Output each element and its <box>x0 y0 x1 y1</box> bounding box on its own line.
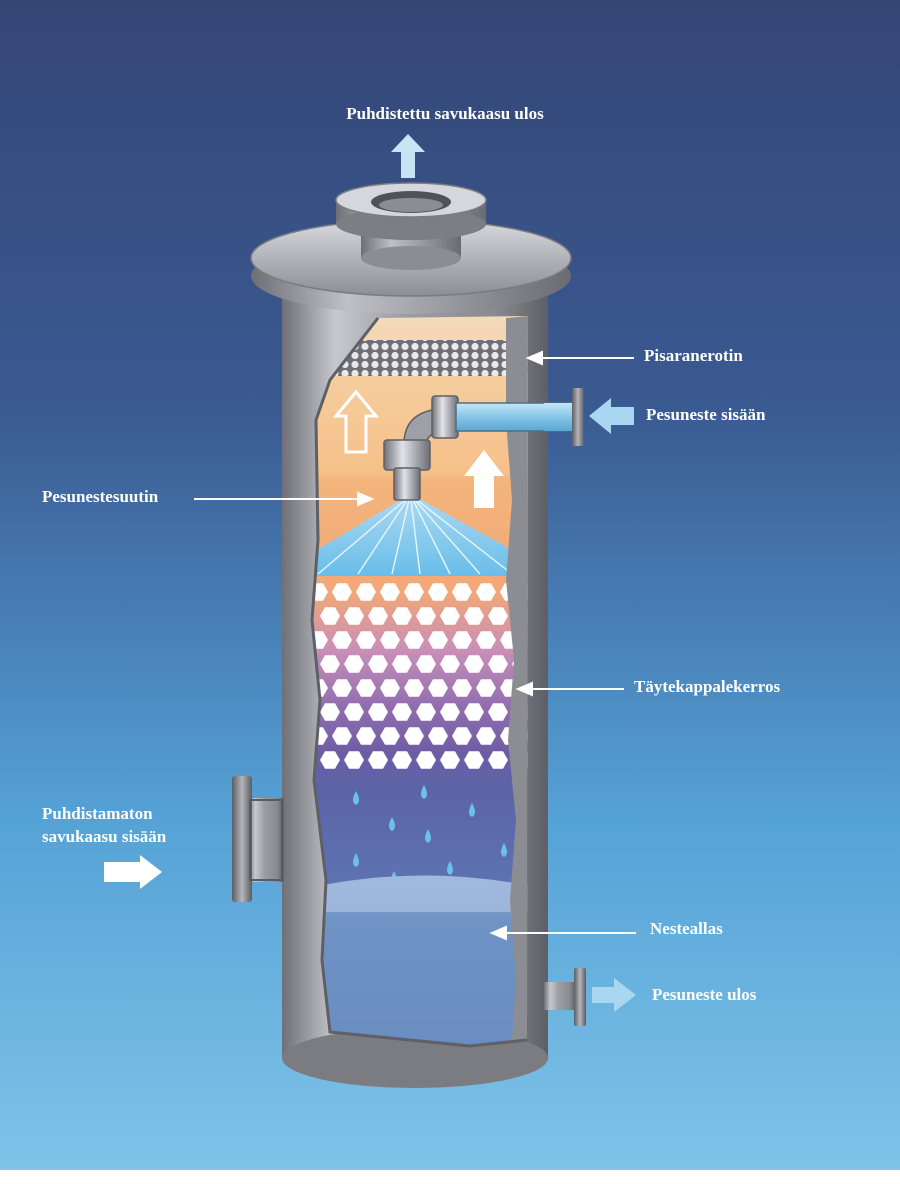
liquid-in-arrow <box>589 398 634 434</box>
liquid-outlet-pipe <box>544 968 586 1026</box>
packing-element <box>476 631 496 649</box>
packing-element <box>404 679 424 697</box>
packing-element <box>488 751 508 769</box>
packing-element <box>476 679 496 697</box>
packing-element <box>356 679 376 697</box>
packing-element <box>440 751 460 769</box>
packing-element <box>332 727 352 745</box>
packing-element <box>368 751 388 769</box>
packing-element <box>464 703 484 721</box>
packing-element <box>416 655 436 673</box>
packing-element <box>356 583 376 601</box>
top-outlet-arrow <box>391 134 425 178</box>
packing-element <box>320 703 340 721</box>
packing-element <box>392 607 412 625</box>
packing-element <box>428 727 448 745</box>
top-outlet-collar <box>335 182 487 270</box>
packing-element <box>464 751 484 769</box>
droplet <box>425 829 431 843</box>
packing-element <box>416 751 436 769</box>
gas-in-arrow <box>104 855 162 889</box>
droplet <box>447 861 453 875</box>
droplet <box>469 803 475 817</box>
label-liquid-out: Pesuneste ulos <box>652 985 757 1004</box>
packing-element <box>380 631 400 649</box>
liquid-pool <box>312 875 528 1046</box>
droplet <box>353 791 359 805</box>
packing-element <box>368 655 388 673</box>
packing-element <box>380 727 400 745</box>
label-gas-in-line2: savukaasu sisään <box>42 827 167 846</box>
packing-element <box>452 727 472 745</box>
packing-element <box>476 727 496 745</box>
packing-element <box>356 631 376 649</box>
gas-flow-arrow-right <box>464 450 504 508</box>
packing-element <box>428 583 448 601</box>
packing-element <box>488 655 508 673</box>
gas-inlet-nozzle <box>232 776 284 902</box>
packing-element <box>416 607 436 625</box>
liquid-inlet-pipe <box>455 388 584 446</box>
cutaway-edge <box>310 317 528 1048</box>
droplet <box>421 785 427 799</box>
packing-element <box>440 703 460 721</box>
packing-element <box>464 607 484 625</box>
packing-element <box>452 631 472 649</box>
packing-element <box>440 655 460 673</box>
droplet <box>501 843 507 857</box>
gas-flow-arrow-left <box>332 389 380 454</box>
label-demister: Pisaranerotin <box>644 346 743 365</box>
packing-element <box>380 679 400 697</box>
packing-element <box>428 631 448 649</box>
packing-element <box>368 703 388 721</box>
packing-element <box>404 583 424 601</box>
droplet <box>353 853 359 867</box>
packing-element <box>392 703 412 721</box>
packing-element <box>320 751 340 769</box>
packing-element <box>320 607 340 625</box>
packing-element <box>344 655 364 673</box>
packing-element <box>404 727 424 745</box>
packing-element <box>452 679 472 697</box>
packing-element <box>476 583 496 601</box>
label-top-outlet: Puhdistettu savukaasu ulos <box>346 104 544 123</box>
packing-element <box>356 727 376 745</box>
spray-nozzle <box>383 395 459 501</box>
leader-lines <box>194 350 636 941</box>
liquid-out-arrow <box>592 978 636 1012</box>
label-packing: Täytekappalekerros <box>634 677 780 696</box>
packing-element <box>332 679 352 697</box>
bottom-margin <box>0 1170 900 1179</box>
packing-element <box>380 583 400 601</box>
packing-element <box>332 631 352 649</box>
packing-element <box>452 583 472 601</box>
label-liquid-in: Pesuneste sisään <box>646 405 766 424</box>
packing-element <box>320 655 340 673</box>
packing-element <box>392 655 412 673</box>
packing-element <box>368 607 388 625</box>
label-pool: Nesteallas <box>650 919 723 938</box>
packing-element <box>332 583 352 601</box>
packing-element <box>428 679 448 697</box>
cutaway-interior <box>312 316 528 1046</box>
packing-element <box>344 607 364 625</box>
droplet <box>389 817 395 831</box>
packing-element <box>344 751 364 769</box>
label-gas-in-line1: Puhdistamaton <box>42 804 153 823</box>
packing-element <box>464 655 484 673</box>
packing-element <box>392 751 412 769</box>
packing-element <box>488 607 508 625</box>
packing-element <box>488 703 508 721</box>
packing-element <box>440 607 460 625</box>
packing-element <box>416 703 436 721</box>
label-nozzle: Pesunestesuutin <box>42 487 159 506</box>
packing-element <box>344 703 364 721</box>
packing-element <box>404 631 424 649</box>
